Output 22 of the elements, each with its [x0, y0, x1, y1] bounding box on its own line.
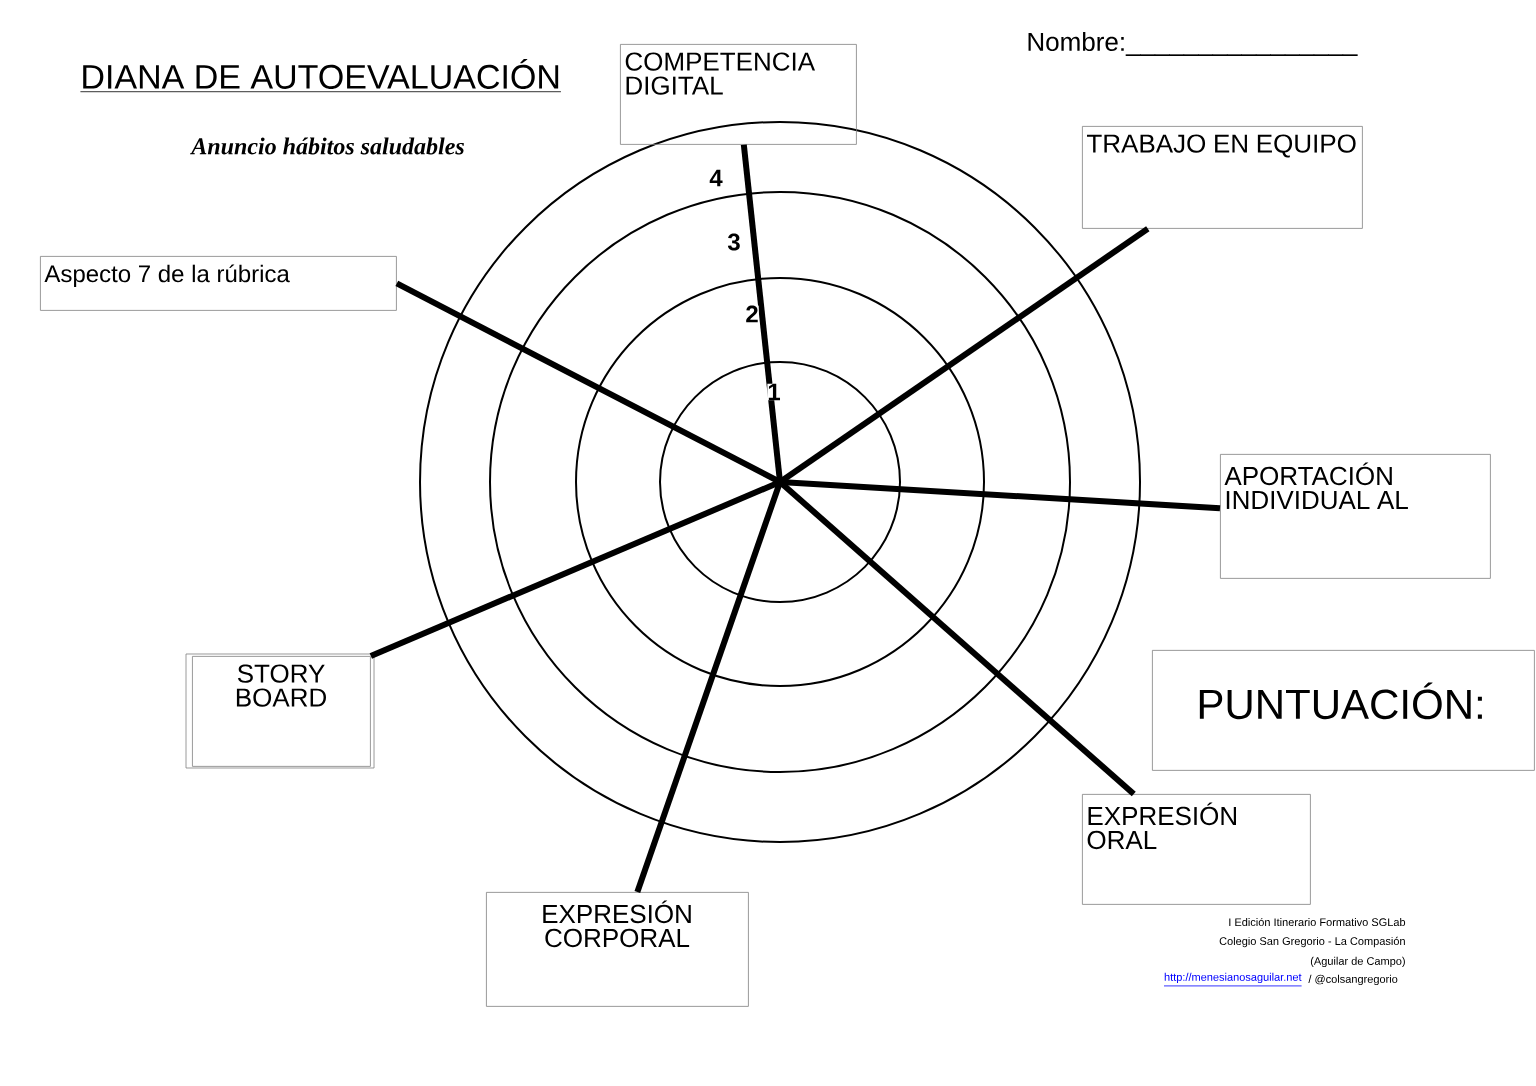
scale-number: 1	[767, 383, 781, 401]
spoke-line	[778, 226, 1150, 485]
score-box: PUNTUACIÓN:	[1152, 650, 1535, 771]
label-box: EXPRESIÓN CORPORAL	[486, 892, 749, 1007]
label-box: EXPRESIÓN ORAL	[1082, 794, 1311, 905]
name-field: Nombre:________________	[1028, 32, 1358, 56]
spoke-line	[740, 144, 783, 483]
label-box: APORTACIÓN INDIVIDUAL AL	[1220, 454, 1491, 579]
spoke-line	[778, 479, 1136, 797]
scale-number: 2	[745, 305, 759, 323]
subtitle: Anuncio hábitos saludables	[190, 137, 464, 155]
scale-number: 4	[709, 169, 723, 187]
scale-number: 3	[727, 233, 741, 251]
spoke-line	[779, 479, 1221, 512]
label-box: TRABAJO EN EQUIPO	[1082, 126, 1363, 229]
label-box: Aspecto 7 de la rúbrica	[40, 256, 397, 311]
title: DIANA DE AUTOEVALUACIÓN	[80, 59, 562, 93]
label-box: COMPETENCIA DIGITAL	[620, 44, 857, 145]
label-box: STORY BOARD	[185, 653, 375, 769]
spoke-line	[634, 481, 783, 893]
spoke-line	[369, 479, 782, 659]
spoke-line	[395, 280, 782, 485]
